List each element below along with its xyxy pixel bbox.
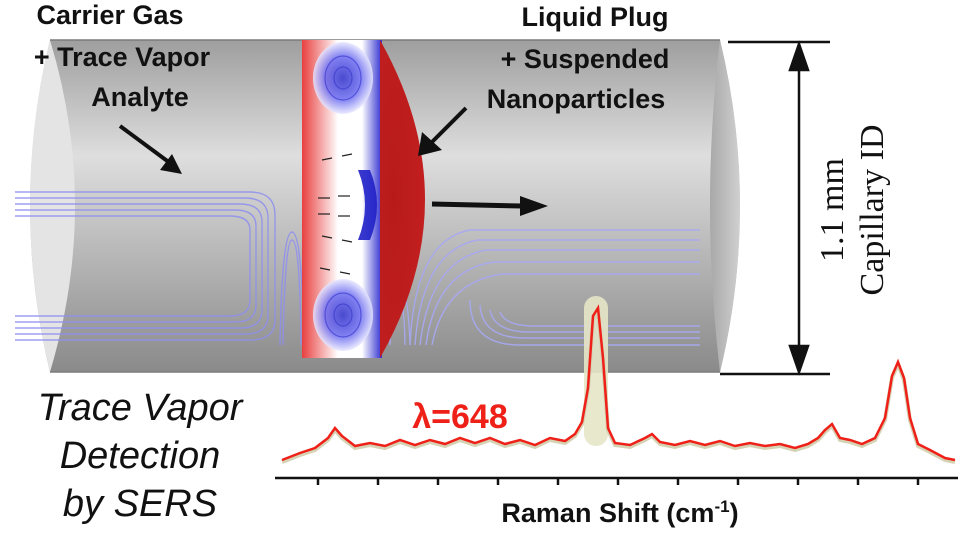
sers-line2: Detection: [60, 435, 221, 477]
liquid-plug-line1: Liquid Plug: [522, 2, 669, 32]
sers-line1: Trace Vapor: [38, 387, 244, 429]
dimension-arrow-icon: [720, 40, 830, 376]
sers-caption: Trace Vapor Detection by SERS: [38, 387, 244, 525]
liquid-plug-line3: Nanoparticles: [487, 84, 666, 114]
spectrum-shadow: [281, 306, 956, 464]
wavelength-label: λ=648: [412, 398, 508, 436]
capillary-line2: Capillary ID: [854, 125, 891, 296]
flow-direction-arrow-icon: [431, 196, 548, 216]
capillary-line1: 1.1 mm: [814, 158, 851, 262]
arrow-icon: [118, 124, 182, 174]
carrier-gas-line3: Analyte: [91, 82, 189, 112]
carrier-gas-line2: + Trace Vapor: [34, 42, 211, 72]
xaxis-label-text: Raman Shift (cm: [501, 498, 714, 528]
xaxis-close: ): [730, 498, 739, 528]
arrow-icon: [418, 106, 468, 156]
liquid-plug-line2: + Suspended: [501, 44, 670, 74]
raman-x-axis: [275, 476, 958, 485]
xaxis-superscript: -1: [714, 497, 729, 516]
liquid-plug: [302, 40, 425, 358]
spectrum-trace: [281, 304, 956, 462]
carrier-gas-line1: Carrier Gas: [36, 0, 183, 30]
capillary-id-label: 1.1 mm Capillary ID: [814, 125, 891, 296]
sers-line3: by SERS: [63, 483, 217, 525]
raman-spectrum: λ=648: [281, 296, 956, 464]
liquid-plug-label: Liquid Plug + Suspended Nanoparticles: [487, 2, 670, 114]
raman-x-axis-label: Raman Shift (cm-1): [501, 497, 738, 528]
carrier-gas-label: Carrier Gas + Trace Vapor Analyte: [34, 0, 211, 112]
